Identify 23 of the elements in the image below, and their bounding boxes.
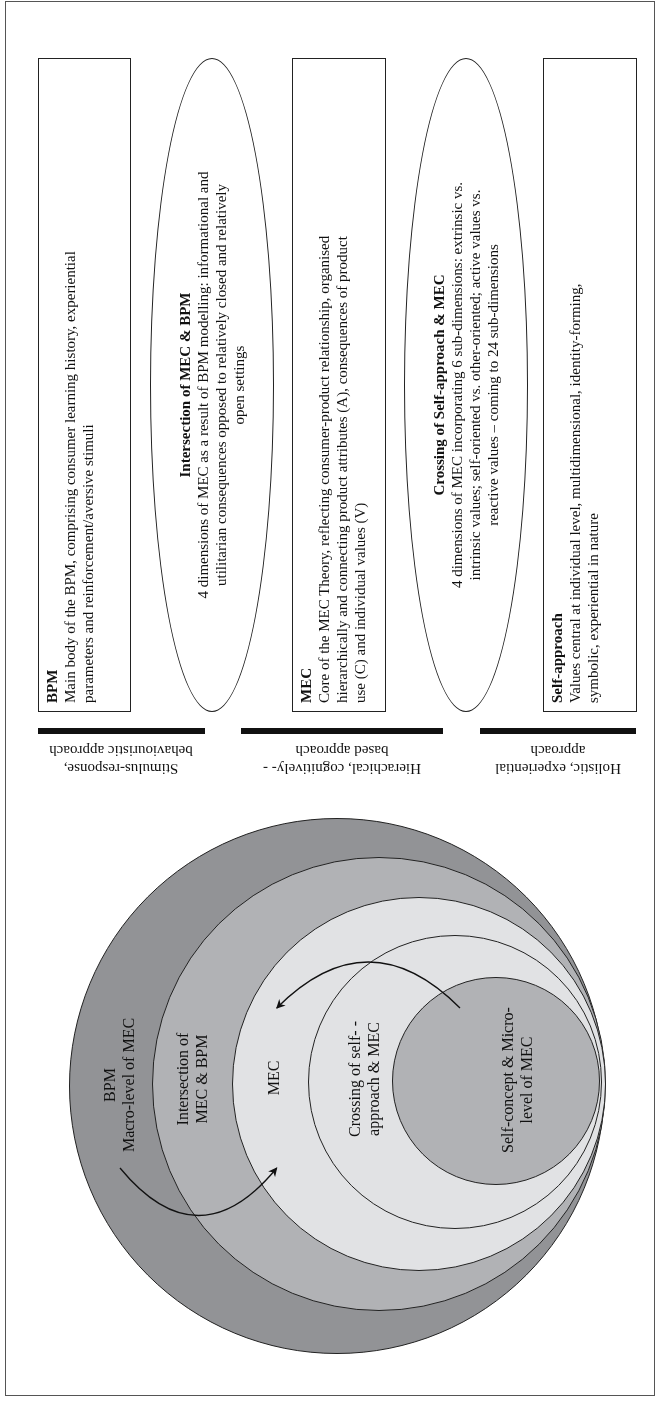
node-heading: Intersection of MEC & BPM — [176, 292, 194, 478]
approach-label: Holistic, experiential approach — [494, 742, 622, 778]
node-heading: MEC — [297, 667, 315, 703]
circle-label: Macro-level of MEC — [119, 1016, 138, 1155]
node-heading: Self-approach — [548, 612, 566, 703]
circle-label: Intersection of MEC & BPM — [173, 1031, 211, 1128]
curved-arrow — [276, 961, 461, 1009]
node-heading: BPM — [43, 668, 61, 703]
circle-label: Crossing of self- -approach & MEC — [345, 1020, 383, 1138]
node-text: 4 dimensions of MEC incorporating 6 sub-dimensions: extrinsic vs. intrinsic values; self-oriented vs. other-oriented; active values vs. reactive values – coming to 24 sub-dimensions — [448, 180, 502, 591]
curved-arrow — [119, 1167, 278, 1217]
node-text: 4 dimensions of MEC as a result of BPM modelling: informational and utilitarian consequences opposed to relatively closed and relatively open settings — [194, 170, 248, 600]
node-text: Core of the MEC Theory, reflecting consumer-product relationship, organised hierarchically and connecting product attributes (A), consequences of product use (C) and individual values (V) — [315, 234, 369, 703]
approach-label: Hierachical, cognitively- -based approach — [262, 742, 422, 778]
concept-box — [292, 58, 386, 712]
approach-label: Stimulus-response, behaviouristic approach — [48, 742, 194, 778]
node-heading: Crossing of Self-approach & MEC — [430, 274, 448, 496]
concept-box — [543, 58, 637, 712]
circle-label: BPM — [100, 1067, 119, 1104]
concept-box — [38, 58, 131, 712]
circle-label: MEC — [263, 1059, 283, 1098]
circle-label: Self-concept & Micro-level of MEC — [498, 1006, 536, 1155]
node-text: Main body of the BPM, comprising consumer learning history, experiential parameters and reinforcement/aversive stimuli — [61, 250, 97, 703]
